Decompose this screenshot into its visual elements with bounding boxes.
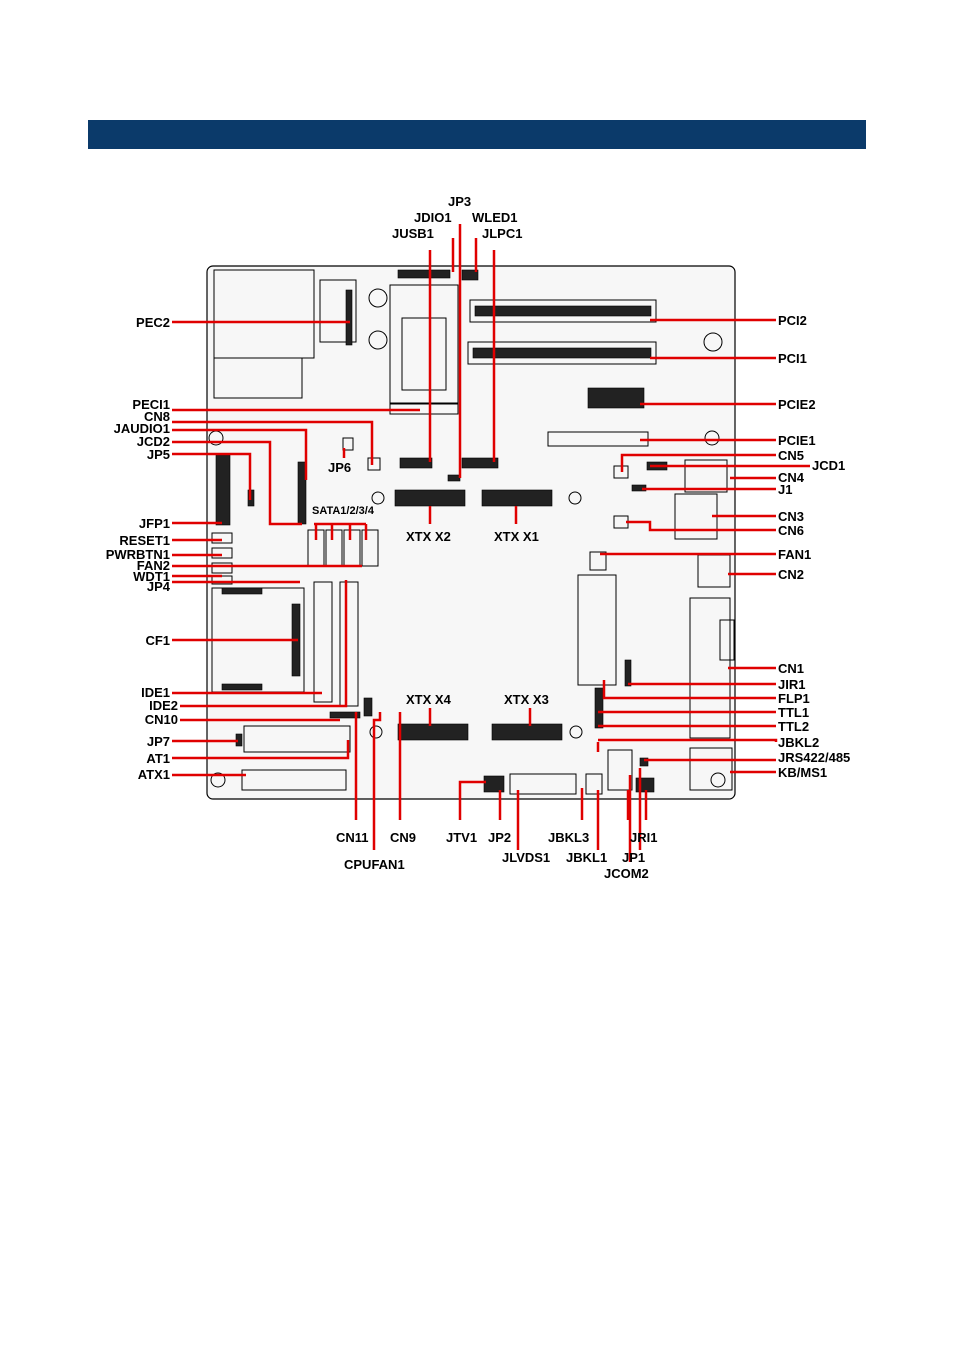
label-jp5: JP5 <box>147 447 170 462</box>
label-cn10: CN10 <box>145 712 178 727</box>
label-jp4: JP4 <box>147 579 171 594</box>
label-atx1: ATX1 <box>138 767 170 782</box>
label-xtx-x1: XTX X1 <box>494 529 539 544</box>
label-peci1: PECI1 <box>132 397 170 412</box>
label-pci1: PCI1 <box>778 351 807 366</box>
label-jrs422-485: JRS422/485 <box>778 750 850 765</box>
label-cf1: CF1 <box>145 633 170 648</box>
label-cn2: CN2 <box>778 567 804 582</box>
label-fan1: FAN1 <box>778 547 811 562</box>
label-jcom2: JCOM2 <box>604 866 649 881</box>
label-jaudio1: JAUDIO1 <box>114 421 170 436</box>
label-flp1: FLP1 <box>778 691 810 706</box>
label-pec2: PEC2 <box>136 315 170 330</box>
label-jdio1: JDIO1 <box>414 210 452 225</box>
label-jtv1: JTV1 <box>446 830 477 845</box>
label-fan2: FAN2 <box>137 558 170 573</box>
label-xtx-x4: XTX X4 <box>406 692 452 707</box>
label-wdt1: WDT1 <box>133 569 170 584</box>
label-jcd2: JCD2 <box>137 434 170 449</box>
label-cn4: CN4 <box>778 470 805 485</box>
label-cn8: CN8 <box>144 409 170 424</box>
label-jir1: JIR1 <box>778 677 805 692</box>
label-jp7: JP7 <box>147 734 170 749</box>
label-jlvds1: JLVDS1 <box>502 850 550 865</box>
label-jp3: JP3 <box>448 194 471 209</box>
label-cn9: CN9 <box>390 830 416 845</box>
label-jusb1: JUSB1 <box>392 226 434 241</box>
label-ttl2: TTL2 <box>778 719 809 734</box>
label-xtx-x3: XTX X3 <box>504 692 549 707</box>
label-cn6: CN6 <box>778 523 804 538</box>
label-jri1: JRI1 <box>630 830 657 845</box>
label-at1: AT1 <box>146 751 170 766</box>
section-title-bar <box>88 120 866 149</box>
label-reset1: RESET1 <box>119 533 170 548</box>
label-pci2: PCI2 <box>778 313 807 328</box>
label-jbkl2: JBKL2 <box>778 735 819 750</box>
label-sata1234: SATA1/2/3/4 <box>312 505 375 517</box>
label-wled1: WLED1 <box>472 210 518 225</box>
label-ttl1: TTL1 <box>778 705 809 720</box>
component-labels: JP3 JDIO1 WLED1 JUSB1 JLPC1 PEC2 PECI1 C… <box>106 194 851 881</box>
leader-lines <box>172 224 810 862</box>
label-xtx-x2: XTX X2 <box>406 529 451 544</box>
label-cn1: CN1 <box>778 661 804 676</box>
label-cn5: CN5 <box>778 448 804 463</box>
label-jp6: JP6 <box>328 460 351 475</box>
label-cn3: CN3 <box>778 509 804 524</box>
label-cn11: CN11 <box>336 830 369 845</box>
label-ide2: IDE2 <box>149 698 178 713</box>
label-jfp1: JFP1 <box>139 516 170 531</box>
label-jp1: JP1 <box>622 850 645 865</box>
board <box>206 265 736 800</box>
label-jcd1: JCD1 <box>812 458 845 473</box>
label-ide1: IDE1 <box>141 685 170 700</box>
label-pwrbtn1: PWRBTN1 <box>106 547 170 562</box>
label-kb-ms1: KB/MS1 <box>778 765 827 780</box>
label-jp2: JP2 <box>488 830 511 845</box>
label-jlpc1: JLPC1 <box>482 226 522 241</box>
label-pcie2: PCIE2 <box>778 397 816 412</box>
label-cpufan1: CPUFAN1 <box>344 857 405 872</box>
label-jbkl1: JBKL1 <box>566 850 607 865</box>
label-pcie1: PCIE1 <box>778 433 816 448</box>
label-j1: J1 <box>778 482 792 497</box>
label-jbkl3: JBKL3 <box>548 830 589 845</box>
